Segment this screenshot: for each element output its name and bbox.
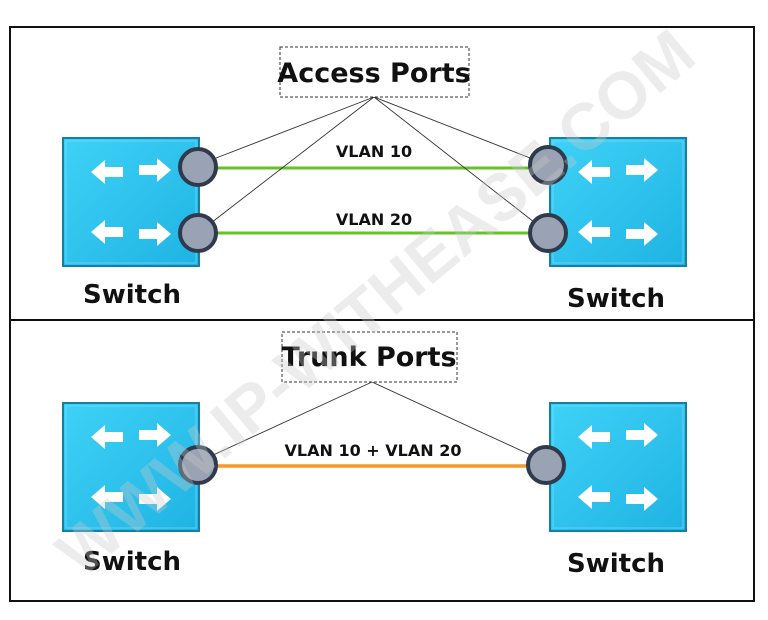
- access-left-switch-label: Switch: [83, 280, 181, 310]
- port-trunk-left: [178, 445, 218, 485]
- trunk-left-switch-label: Switch: [83, 547, 181, 577]
- port-right-bottom: [528, 213, 568, 253]
- trunk-link-label: VLAN 10 + VLAN 20: [285, 441, 462, 460]
- access-right-switch-label: Switch: [567, 284, 665, 314]
- access-callout-lines: [197, 96, 549, 234]
- port-right-top: [528, 145, 568, 185]
- trunk-right-switch-label: Switch: [567, 549, 665, 579]
- port-trunk-right: [526, 445, 566, 485]
- access-left-switch-icon: [63, 138, 199, 266]
- access-title-box: [279, 46, 470, 98]
- trunk-title-box: [281, 331, 458, 383]
- trunk-title: Trunk Ports: [281, 342, 456, 373]
- trunk-right-switch-icon: [550, 403, 686, 531]
- access-ports: [178, 145, 568, 253]
- port-left-top: [178, 147, 218, 187]
- access-vlan10-label: VLAN 10: [336, 142, 412, 161]
- port-left-bottom: [178, 213, 218, 253]
- trunk-ports: [178, 445, 566, 485]
- trunk-callout-lines: [197, 381, 547, 463]
- access-vlan20-label: VLAN 20: [336, 210, 412, 229]
- access-title: Access Ports: [277, 58, 470, 89]
